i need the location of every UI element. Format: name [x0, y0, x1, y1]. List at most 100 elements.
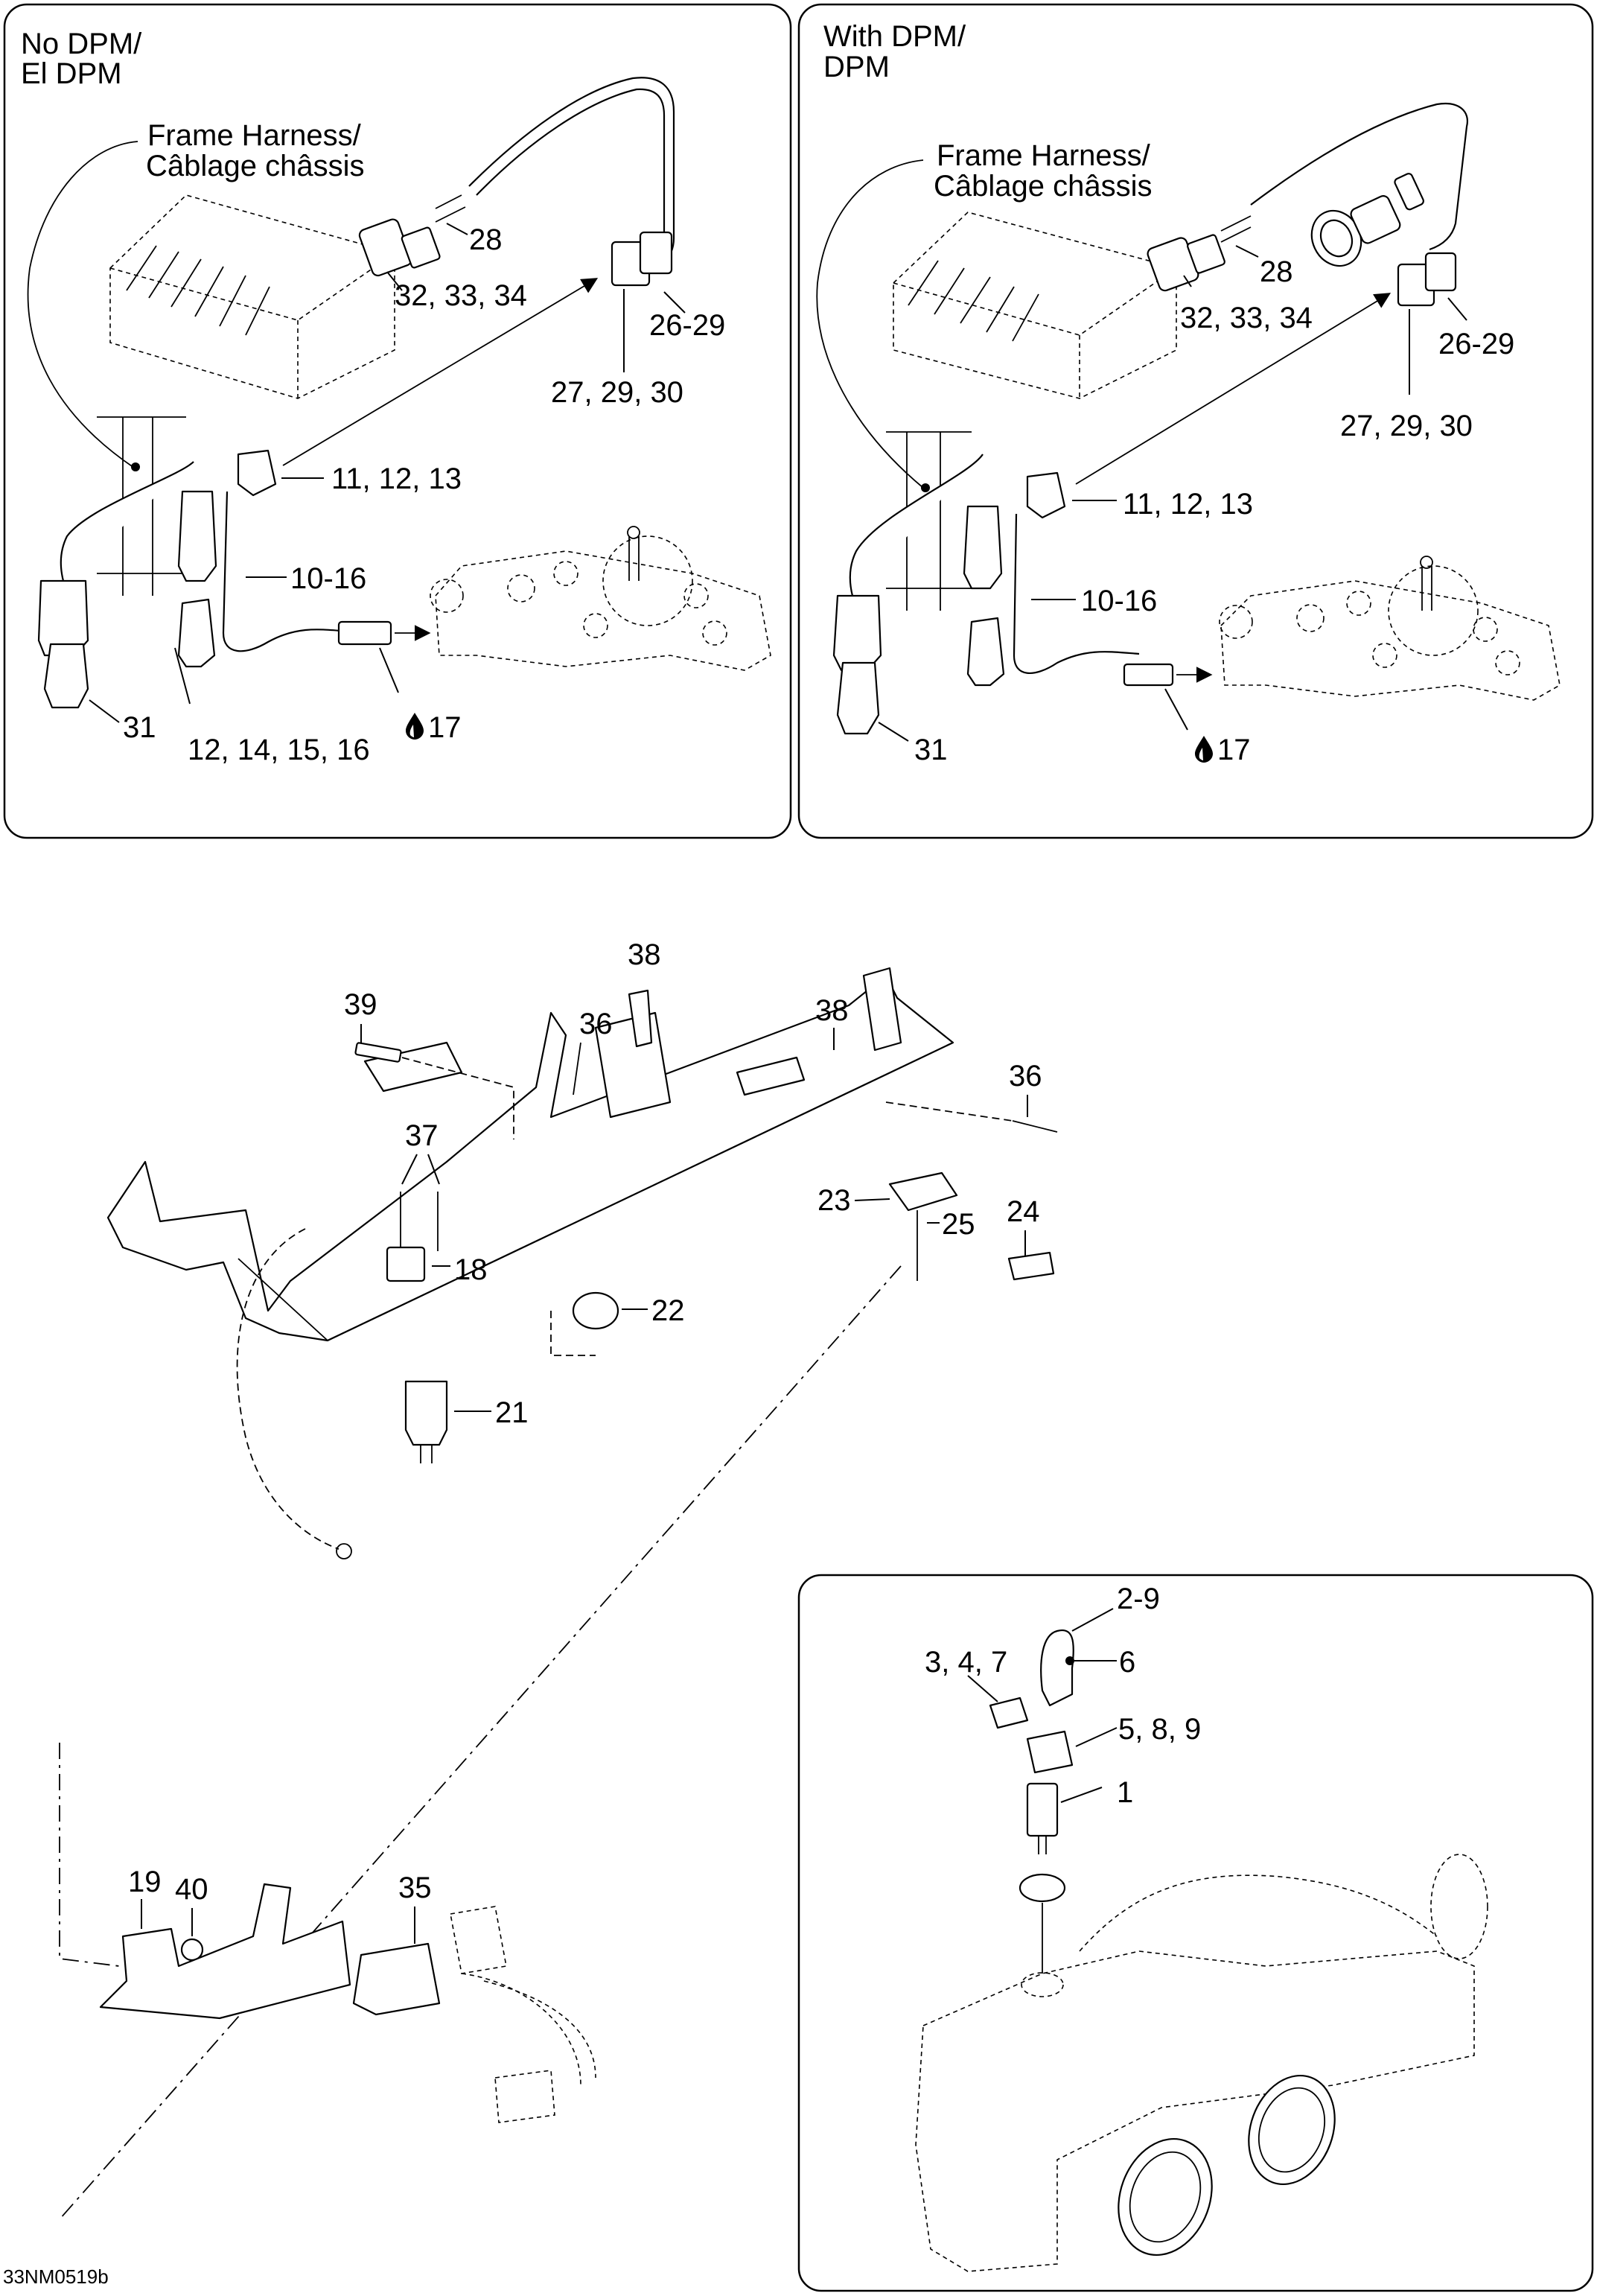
- callout-38b: 38: [815, 994, 849, 1027]
- callout-27-29-30: 27, 29, 30: [551, 376, 683, 409]
- dash-bracket-link: [59, 1743, 120, 1967]
- leader-32-34: [1183, 275, 1192, 287]
- connector-12-14-15-16: [966, 617, 1005, 687]
- callout-11-12-13: 11, 12, 13: [331, 462, 462, 495]
- part-22-ring: [572, 1291, 619, 1330]
- harness-branch-left: [60, 461, 194, 582]
- panel-no-dpm: No DPM/ El DPM Frame Harness/ Câblage ch…: [3, 3, 792, 839]
- harness-branch-left: [849, 454, 984, 597]
- callout-28: 28: [469, 223, 503, 256]
- part-36b-rivet: [1012, 1120, 1058, 1133]
- part-24-fuse: [1007, 1251, 1055, 1281]
- plate-cutout-1: [363, 1041, 463, 1093]
- connector-32-33-34: [358, 218, 441, 277]
- hose-dot: [1065, 1656, 1074, 1665]
- part-18-relay: [386, 1246, 426, 1282]
- leader-26-29: [663, 291, 686, 314]
- panel-airbox-sensor: 2-9 6 3, 4, 7 5, 8, 9 1: [797, 1574, 1594, 2292]
- callout-22: 22: [651, 1294, 685, 1327]
- callout-10-16: 10-16: [290, 562, 366, 595]
- harness-dot: [921, 483, 930, 492]
- panel-border: [3, 3, 792, 839]
- leader-17: [379, 647, 399, 693]
- leader-37: [401, 1154, 440, 1185]
- part-35-connector: [352, 1942, 441, 2016]
- panel-with-dpm: With DPM/ DPM Frame Harness/ Câblage châ…: [797, 3, 1594, 839]
- callout-17: 17: [428, 711, 462, 744]
- callout-36b: 36: [1009, 1060, 1042, 1093]
- callout-31: 31: [914, 734, 948, 766]
- part-1-tip: [1038, 1836, 1047, 1854]
- drop-icon: [1195, 736, 1213, 763]
- frame-plate-assembly: 38 39 36 38 36 37 23 18 25 24 22: [59, 938, 1058, 2220]
- sensor-17: [1123, 663, 1174, 687]
- connector-32-33-34: [1147, 234, 1225, 292]
- harness-label-line2: Câblage châssis: [146, 150, 365, 182]
- callout-5-8-9: 5, 8, 9: [1118, 1713, 1201, 1746]
- dash-to-bracket: [59, 1265, 902, 2220]
- leader-32-34: [386, 271, 403, 291]
- airbox: [915, 1854, 1488, 2272]
- callout-19: 19: [128, 1866, 162, 1898]
- grommet: [1019, 1873, 1066, 1903]
- connector-31: [836, 661, 880, 735]
- callout-18: 18: [454, 1253, 488, 1286]
- connector-middle: [177, 490, 217, 582]
- dpm-module: [1310, 173, 1424, 267]
- panel-title-line2: El DPM: [21, 57, 122, 90]
- part-38a: [628, 989, 653, 1048]
- part-21-bulb: [404, 1380, 448, 1446]
- figure-code: 33NM0519b: [3, 2265, 109, 2288]
- callout-6: 6: [1119, 1646, 1135, 1679]
- connector-26-29: [611, 231, 673, 287]
- callout-1: 1: [1117, 1776, 1133, 1809]
- cable-10-16: [1013, 513, 1140, 674]
- callout-26-29: 26-29: [1438, 328, 1514, 360]
- leader-23: [854, 1198, 890, 1201]
- connector-middle: [963, 505, 1003, 590]
- harness-leader: [27, 141, 138, 468]
- harness-label-line1: Frame Harness/: [937, 139, 1151, 172]
- callout-17: 17: [1217, 734, 1251, 766]
- harness-label-line1: Frame Harness/: [147, 119, 362, 152]
- harness-ghost: [450, 1906, 596, 2123]
- frame-plate-edge: [238, 1042, 954, 1341]
- connection-arrow: [1075, 293, 1392, 485]
- sensor-cable: [1250, 102, 1469, 251]
- leader-28: [1235, 245, 1259, 258]
- harness-label-line2: Câblage châssis: [934, 170, 1153, 203]
- right-upright: [862, 967, 902, 1052]
- part-23-relay: [888, 1171, 958, 1212]
- callout-24: 24: [1007, 1195, 1040, 1228]
- callout-39: 39: [344, 988, 377, 1021]
- panel-title-line1: With DPM/: [823, 20, 966, 53]
- connector-12-14-15-16: [177, 598, 216, 668]
- dash-39: [401, 1057, 514, 1139]
- callout-25: 25: [942, 1208, 975, 1241]
- callout-28: 28: [1260, 255, 1293, 288]
- ecu-module: [109, 194, 395, 399]
- terminals-28: [435, 194, 466, 223]
- sensor-cable-inner: [476, 88, 666, 238]
- part-2-9-hose: [1040, 1629, 1074, 1707]
- panel-title-line1: No DPM/: [21, 28, 142, 60]
- part-3-4-7-connector: [989, 1696, 1029, 1729]
- engine-cylinder-head: [1219, 556, 1561, 701]
- part-39-bolt: [354, 1042, 402, 1063]
- part-36a-rivet: [573, 1042, 581, 1095]
- callout-35: 35: [398, 1872, 432, 1904]
- leader-12-14-15-16: [174, 647, 191, 705]
- ground-wire: [236, 1228, 340, 1550]
- connector-left: [832, 594, 882, 672]
- leader-5-8-9: [1075, 1727, 1118, 1747]
- bracket-assembly: 19 40 35: [59, 1743, 596, 2123]
- panel-border: [797, 3, 1594, 839]
- sensor-17: [337, 620, 392, 646]
- connector-26-29: [1397, 252, 1457, 307]
- part-21-pins: [420, 1445, 433, 1463]
- connection-arrow: [282, 278, 599, 466]
- drop-icon: [406, 713, 424, 740]
- cable-10-16: [222, 491, 351, 652]
- callout-26-29: 26-29: [649, 309, 725, 342]
